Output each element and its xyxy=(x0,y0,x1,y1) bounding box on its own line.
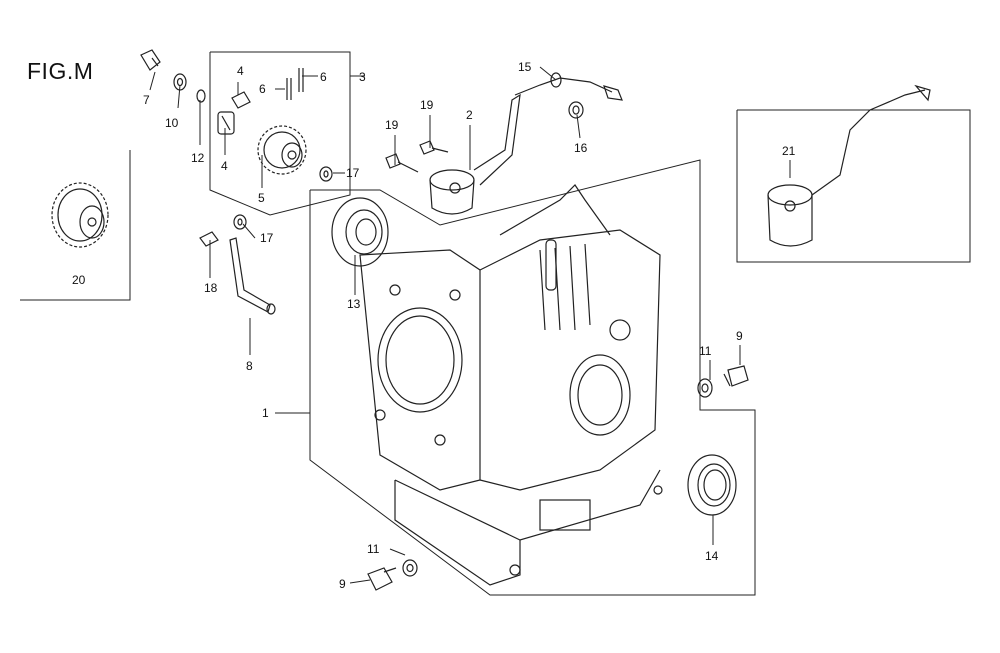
callout-14: 14 xyxy=(705,549,719,563)
part-17-washer-a xyxy=(319,166,333,182)
part-11-washer-right xyxy=(697,378,713,398)
part-20-gear xyxy=(51,182,109,248)
part-6-pins xyxy=(286,68,304,100)
part-4-block-lower xyxy=(217,111,235,135)
part-7-bolt xyxy=(140,49,161,71)
part-8-breather-tube xyxy=(229,237,276,315)
part-1-crankcase xyxy=(359,184,663,586)
part-5-oil-pump-gear xyxy=(257,125,307,175)
callout-16: 16 xyxy=(574,141,588,155)
part-4-clip-upper xyxy=(231,91,251,109)
part-10-washer xyxy=(173,73,187,91)
callout-labels: 4 3 6 6 7 10 12 4 5 17 17 18 8 20 13 19 … xyxy=(72,60,796,591)
part-16-grommet xyxy=(568,101,584,119)
callout-19b: 19 xyxy=(385,118,399,132)
part-21-oil-sensor-assembly xyxy=(767,84,931,247)
callout-1: 1 xyxy=(262,406,269,420)
part-15-wire xyxy=(514,72,623,101)
callout-12: 12 xyxy=(191,151,205,165)
callout-10: 10 xyxy=(165,116,179,130)
figure-title: FIG.M xyxy=(27,58,94,84)
callout-13: 13 xyxy=(347,297,361,311)
part-13-bearing xyxy=(331,197,389,267)
callout-17b: 17 xyxy=(260,231,274,245)
callout-17a: 17 xyxy=(346,166,360,180)
part-18-clip xyxy=(199,231,219,247)
callout-4b: 4 xyxy=(221,159,228,173)
callout-7: 7 xyxy=(143,93,150,107)
gear-20-bracket xyxy=(20,150,131,301)
callout-5: 5 xyxy=(258,191,265,205)
leader-16 xyxy=(576,114,581,139)
leader-7 xyxy=(149,71,156,91)
group-outlines xyxy=(20,51,971,596)
callout-4a: 4 xyxy=(237,64,244,78)
callout-21: 21 xyxy=(782,144,796,158)
callout-20: 20 xyxy=(72,273,86,287)
callout-18: 18 xyxy=(204,281,218,295)
leader-15 xyxy=(539,66,557,81)
group-box-21 xyxy=(736,109,971,263)
callout-3: 3 xyxy=(359,70,366,84)
part-2-oil-sensor xyxy=(429,93,521,215)
part-9-plug-bottom xyxy=(367,567,397,591)
callout-15: 15 xyxy=(518,60,532,74)
part-17-washer-b xyxy=(233,214,247,230)
callout-8: 8 xyxy=(246,359,253,373)
part-9-plug-right xyxy=(723,365,749,387)
part-19-bolt-b xyxy=(385,153,419,173)
part-11-washer-bottom xyxy=(402,559,418,577)
group-box-1 xyxy=(309,159,756,596)
leader-11b xyxy=(389,548,406,556)
part-12-pin xyxy=(196,89,206,103)
callout-6a: 6 xyxy=(259,82,266,96)
callout-11a: 11 xyxy=(699,344,712,358)
leader-lines xyxy=(149,66,791,584)
callout-19a: 19 xyxy=(420,98,434,112)
part-19-bolt-a xyxy=(419,140,449,155)
callout-2: 2 xyxy=(466,108,473,122)
callout-9b: 9 xyxy=(339,577,346,591)
callout-6b: 6 xyxy=(320,70,327,84)
part-14-oil-seal xyxy=(687,454,737,516)
leader-9b xyxy=(349,579,371,584)
leader-10 xyxy=(177,84,181,109)
callout-11b: 11 xyxy=(367,542,380,556)
callout-9a: 9 xyxy=(736,329,743,343)
